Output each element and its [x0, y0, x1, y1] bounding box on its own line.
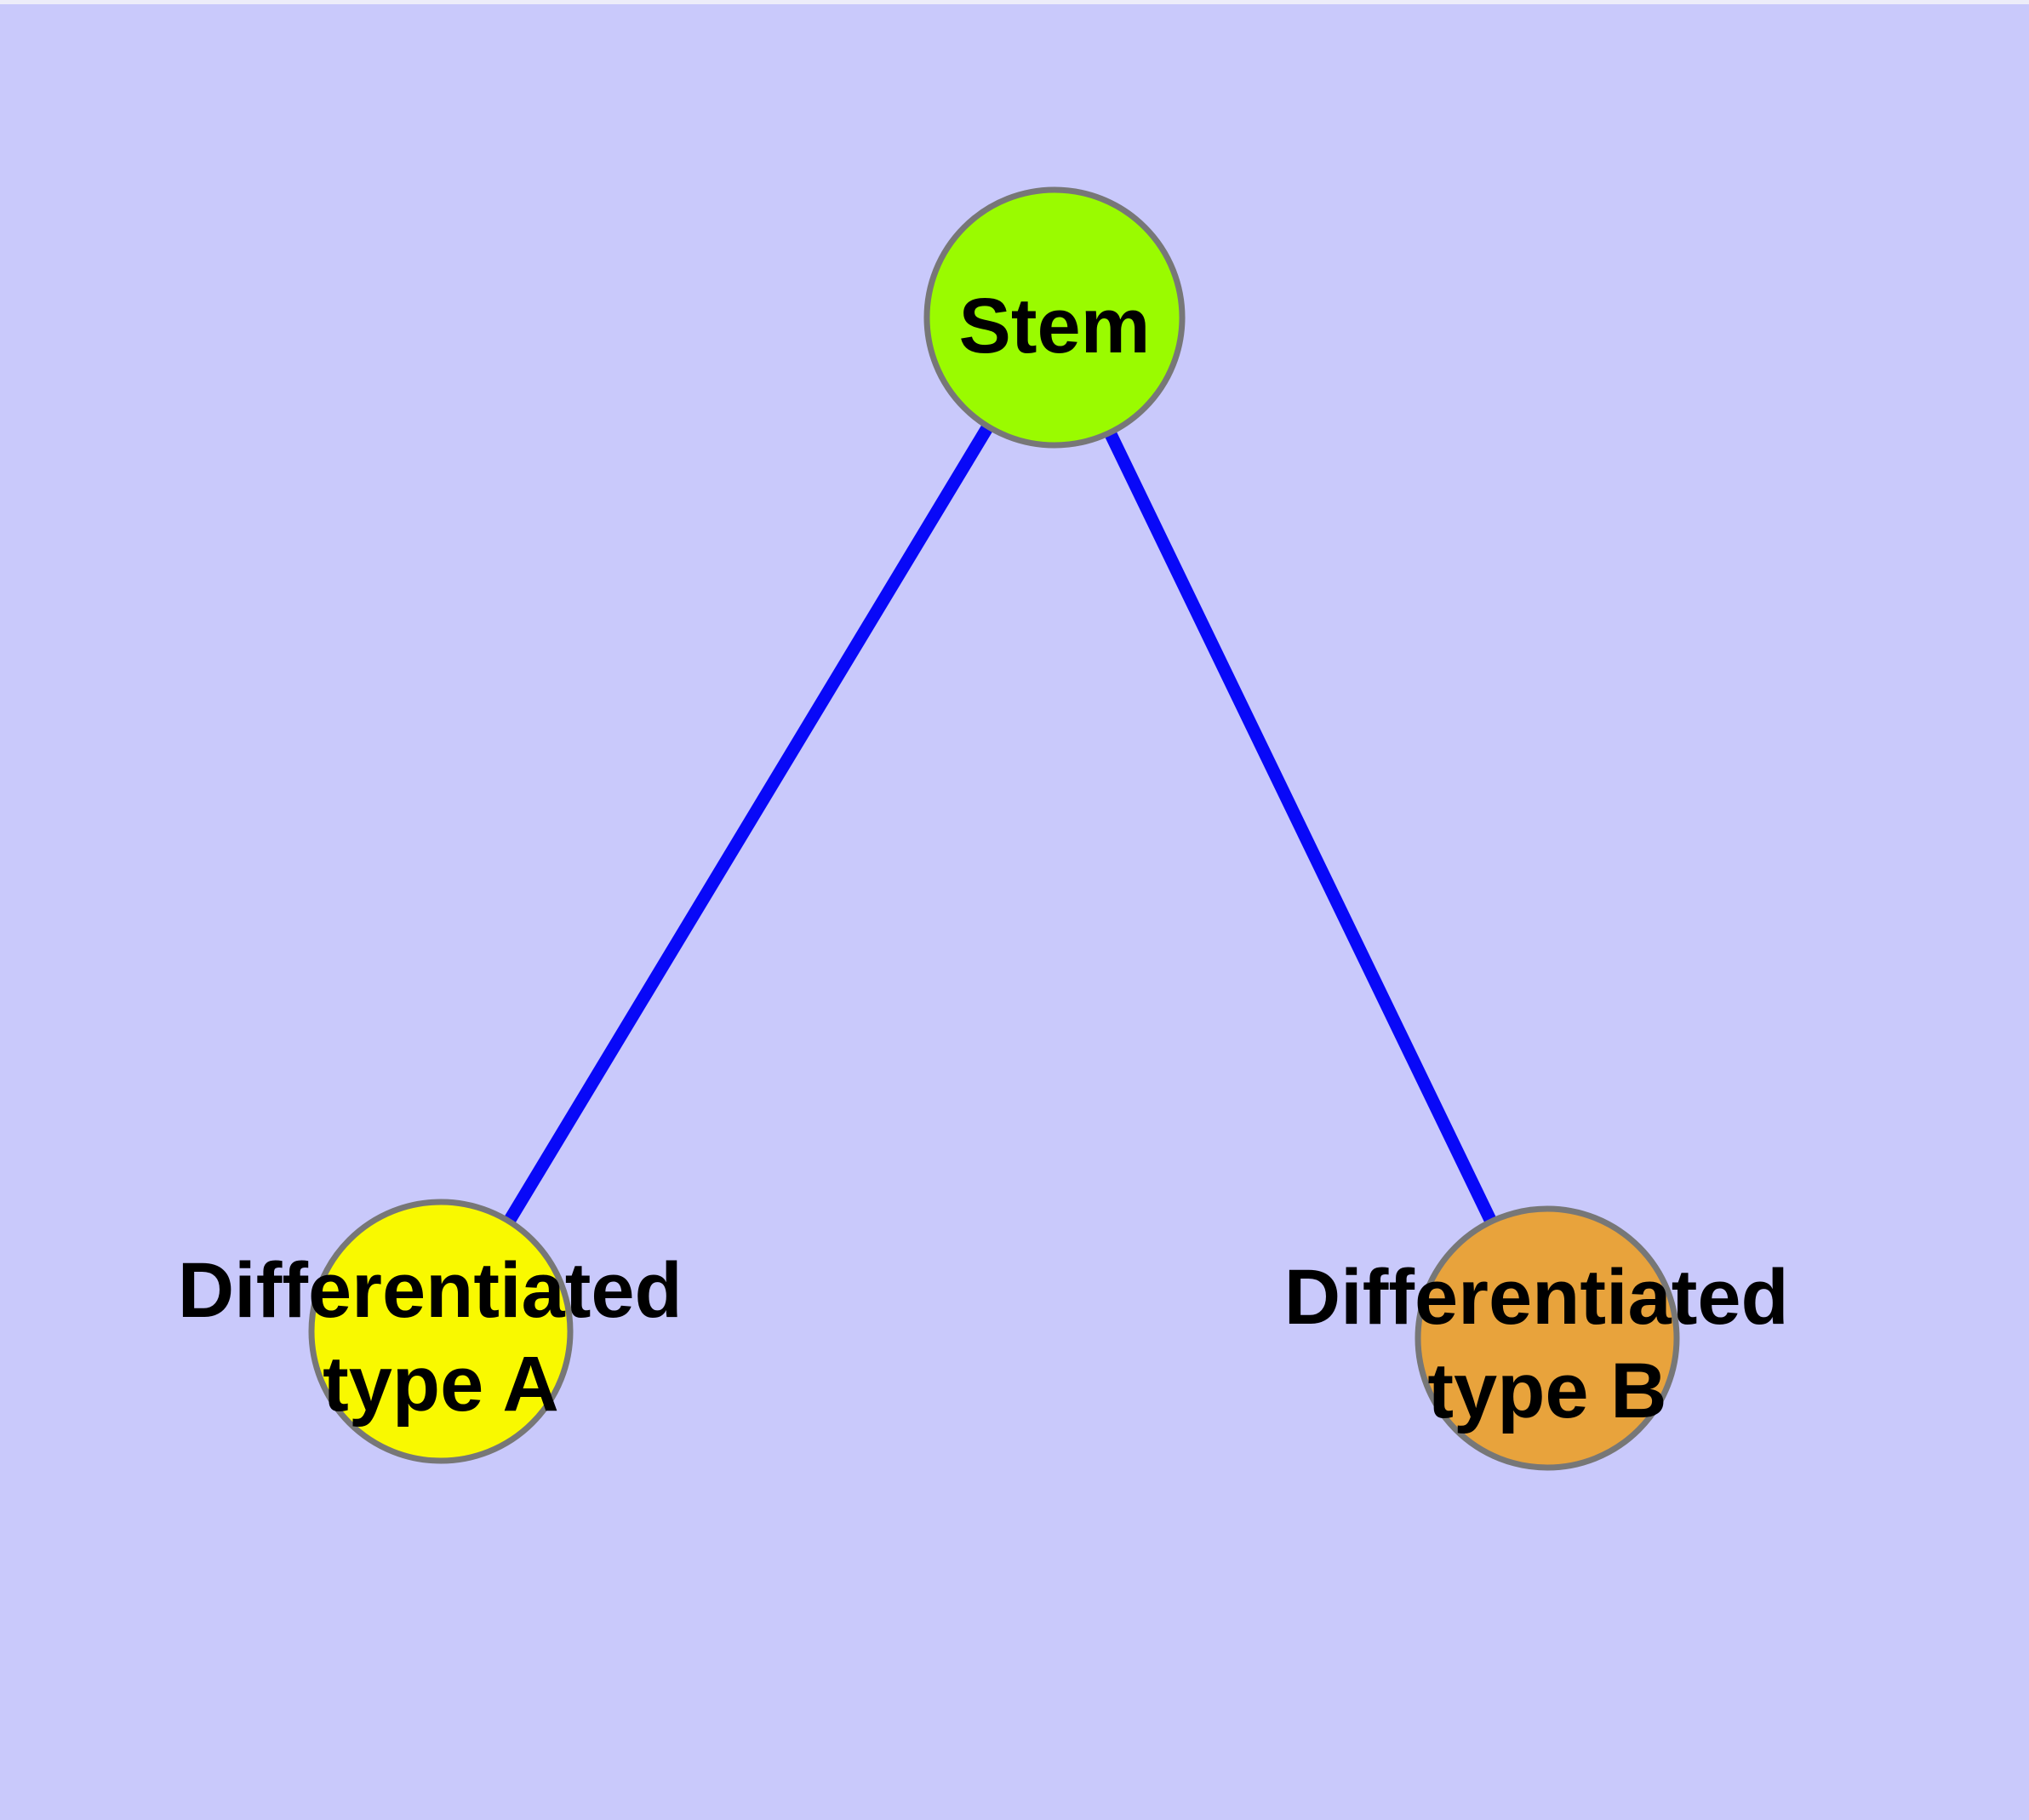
- node-label-type-b-line1: Differentiated: [1284, 1254, 1789, 1341]
- top-edge-strip: [0, 0, 2029, 4]
- node-label-differentiated-type-a: Differentiated type A: [178, 1247, 705, 1428]
- node-label-stem-line1: Stem: [959, 283, 1151, 369]
- node-stem: [923, 186, 1186, 449]
- node-label-type-b-line2: type B: [1427, 1348, 1666, 1434]
- edge-stem-to-type-a: [504, 423, 994, 1223]
- node-differentiated-type-a: [308, 1199, 574, 1464]
- edge-stem-to-type-b: [1104, 429, 1497, 1225]
- node-label-differentiated-type-b: Differentiated type B: [1284, 1254, 1811, 1434]
- node-label-type-a-line1: Differentiated: [178, 1247, 683, 1334]
- node-label-stem: Stem: [959, 283, 1151, 369]
- node-label-type-a-line2: type A: [323, 1341, 559, 1428]
- node-differentiated-type-b: [1415, 1205, 1680, 1471]
